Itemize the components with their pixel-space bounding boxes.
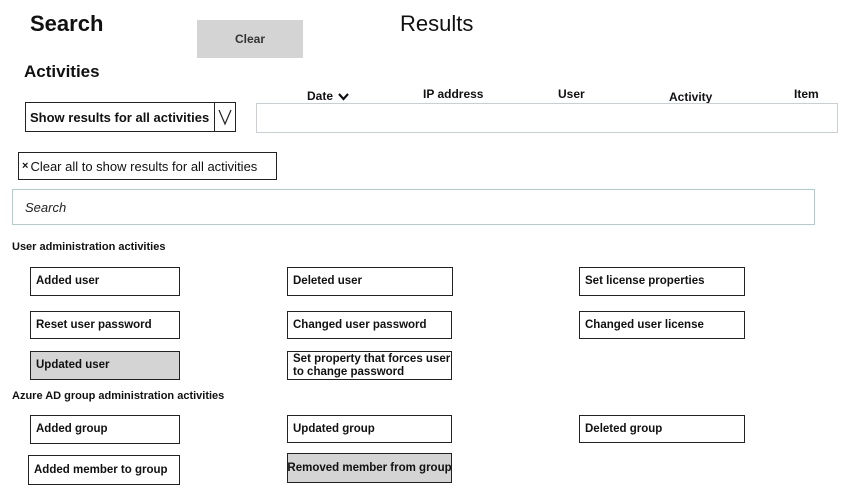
column-header-item[interactable]: Item (794, 87, 819, 101)
activity-updated-group[interactable]: Updated group (287, 415, 452, 443)
activities-dropdown-value: Show results for all activities (26, 103, 215, 131)
chevron-down-icon (338, 90, 350, 104)
activity-changed-user-license[interactable]: Changed user license (579, 311, 745, 339)
activity-deleted-user[interactable]: Deleted user (287, 267, 453, 296)
section-title-group-admin: Azure AD group administration activities (12, 390, 225, 402)
activity-added-group[interactable]: Added group (30, 415, 180, 444)
column-header-user[interactable]: User (558, 87, 585, 101)
search-heading: Search (30, 11, 104, 36)
column-header-date[interactable]: Date (307, 89, 350, 104)
results-list (256, 103, 838, 133)
activity-set-property-force-password-change[interactable]: Set property that forces user to change … (287, 351, 452, 380)
activity-added-user[interactable]: Added user (30, 267, 180, 296)
results-heading: Results (400, 11, 474, 36)
column-header-ip[interactable]: IP address (423, 87, 484, 101)
clear-button[interactable]: Clear (197, 20, 303, 58)
activity-added-member-to-group[interactable]: Added member to group (28, 455, 180, 485)
activity-reset-user-password[interactable]: Reset user password (30, 311, 180, 339)
column-header-date-label: Date (307, 89, 334, 103)
close-icon: × (22, 160, 29, 172)
activity-removed-member-from-group[interactable]: Removed member from group (287, 453, 452, 483)
activities-dropdown[interactable]: Show results for all activities (25, 102, 236, 132)
activity-updated-user[interactable]: Updated user (30, 351, 180, 380)
clear-all-label: Clear all to show results for all activi… (30, 158, 258, 174)
section-title-user-admin: User administration activities (12, 241, 166, 253)
activities-heading: Activities (24, 62, 100, 81)
search-input[interactable] (12, 189, 815, 225)
activity-changed-user-password[interactable]: Changed user password (287, 311, 452, 339)
activity-deleted-group[interactable]: Deleted group (579, 415, 745, 443)
chevron-down-icon[interactable] (215, 103, 235, 131)
activity-set-license-properties[interactable]: Set license properties (579, 267, 745, 296)
column-header-activity[interactable]: Activity (669, 90, 713, 104)
clear-all-button[interactable]: × Clear all to show results for all acti… (18, 152, 277, 180)
